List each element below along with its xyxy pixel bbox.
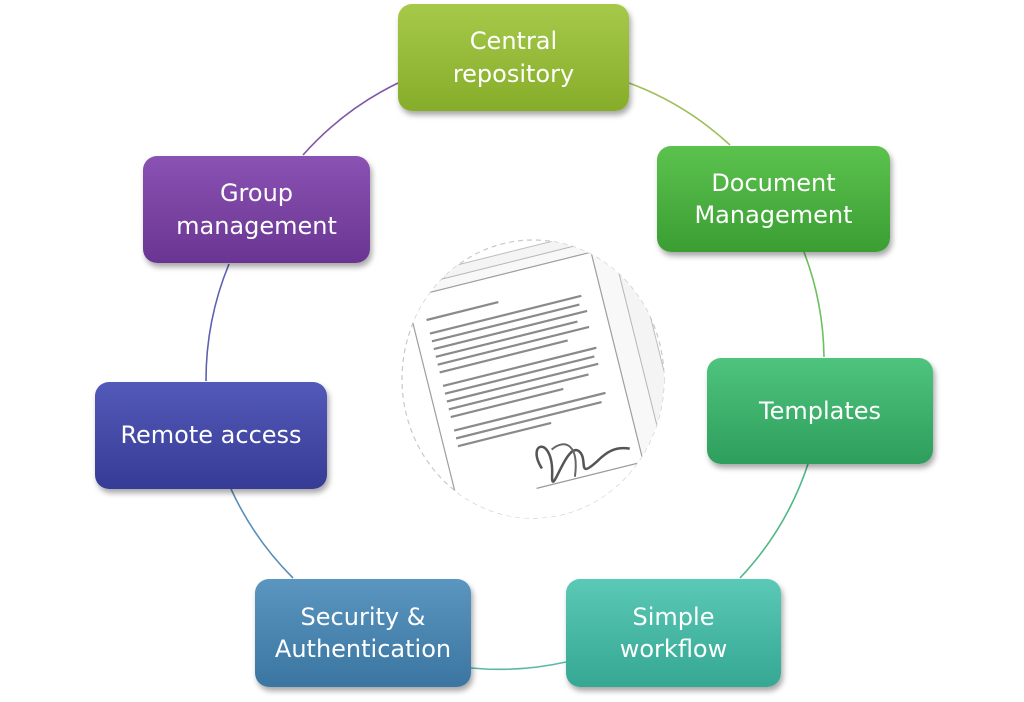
ring-arc-central-document <box>628 82 731 146</box>
ring-arc-document-templates <box>803 251 825 358</box>
node-templates-label: Templates <box>758 396 881 425</box>
node-central-repository-label: Central repository <box>452 27 575 88</box>
node-document-management: Document Management <box>657 146 890 252</box>
document-icon <box>401 239 665 519</box>
node-group-management: Group management <box>143 156 370 263</box>
node-group-management-label: Group management <box>176 179 337 240</box>
ring-arc-workflow-security <box>470 661 567 671</box>
ring-arc-remote-group <box>205 263 230 382</box>
node-document-management-label: Document Management <box>694 168 853 229</box>
node-simple-workflow-label: Simple workflow <box>619 602 728 663</box>
node-security-authentication: Security & Authentication <box>255 579 471 687</box>
node-security-authentication-label: Security & Authentication <box>274 602 452 663</box>
node-remote-access-label: Remote access <box>120 421 302 450</box>
node-remote-access: Remote access <box>95 382 327 489</box>
ring-arc-group-central <box>302 82 399 156</box>
ring-arc-security-remote <box>230 488 294 579</box>
node-templates: Templates <box>707 358 933 464</box>
ring-arc-templates-workflow <box>739 463 809 579</box>
node-simple-workflow: Simple workflow <box>566 579 781 687</box>
node-central-repository: Central repository <box>398 4 629 111</box>
